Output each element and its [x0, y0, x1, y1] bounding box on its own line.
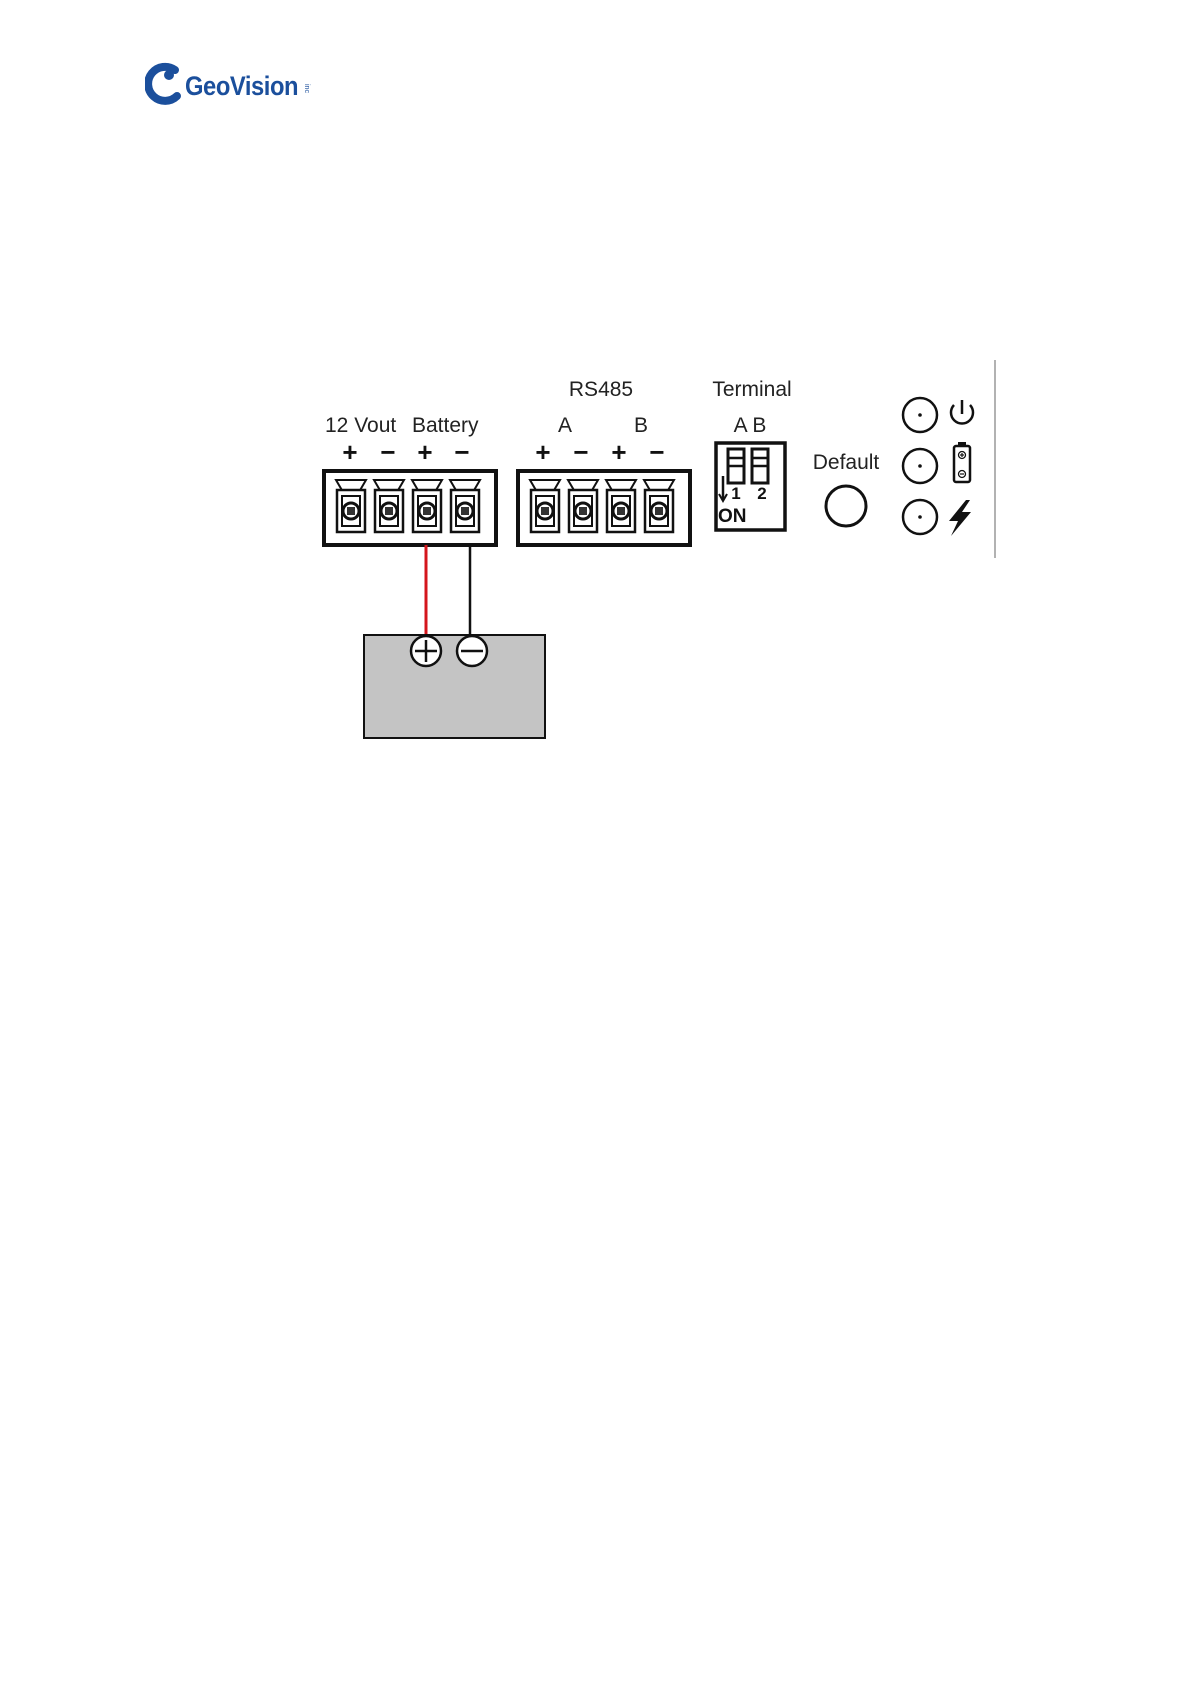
terminal-dip-switch[interactable]: 1 2 ON [716, 443, 785, 530]
dip-2-label: 2 [757, 484, 766, 503]
terminal-screw [450, 480, 480, 532]
polarity-sign: + [342, 437, 357, 467]
polarity-sign: − [380, 437, 395, 467]
terminal-screw [568, 480, 598, 532]
dip-1-label: 1 [731, 484, 740, 503]
rs485-terminal-block [518, 471, 690, 545]
power-terminal-block [324, 471, 496, 545]
polarity-sign: + [535, 437, 550, 467]
terminal-ab-label: A B [734, 414, 767, 437]
terminal-screw [644, 480, 674, 532]
polarity-sign: − [649, 437, 664, 467]
default-label: Default [813, 451, 880, 474]
terminal-screw [530, 480, 560, 532]
polarity-sign: − [573, 437, 588, 467]
terminal-screw [374, 480, 404, 532]
rs485-a-label: A [558, 414, 572, 437]
battery-icon [954, 442, 970, 482]
battery-body [364, 635, 545, 738]
battery-label: Battery [412, 414, 479, 437]
polarity-sign: − [454, 437, 469, 467]
vout-label: 12 Vout [325, 414, 396, 437]
terminal-screw [606, 480, 636, 532]
polarity-sign: + [611, 437, 626, 467]
status-leds [903, 398, 973, 536]
rs485-b-label: B [634, 414, 648, 437]
rs485-label: RS485 [569, 378, 633, 401]
battery [364, 635, 545, 738]
dip-on-label: ON [718, 506, 747, 527]
polarity-sign: + [417, 437, 432, 467]
lightning-icon [949, 500, 971, 536]
default-button[interactable] [826, 486, 866, 526]
terminal-screw [412, 480, 442, 532]
terminal-label: Terminal [712, 378, 791, 401]
terminal-screw [336, 480, 366, 532]
power-icon [951, 400, 973, 424]
